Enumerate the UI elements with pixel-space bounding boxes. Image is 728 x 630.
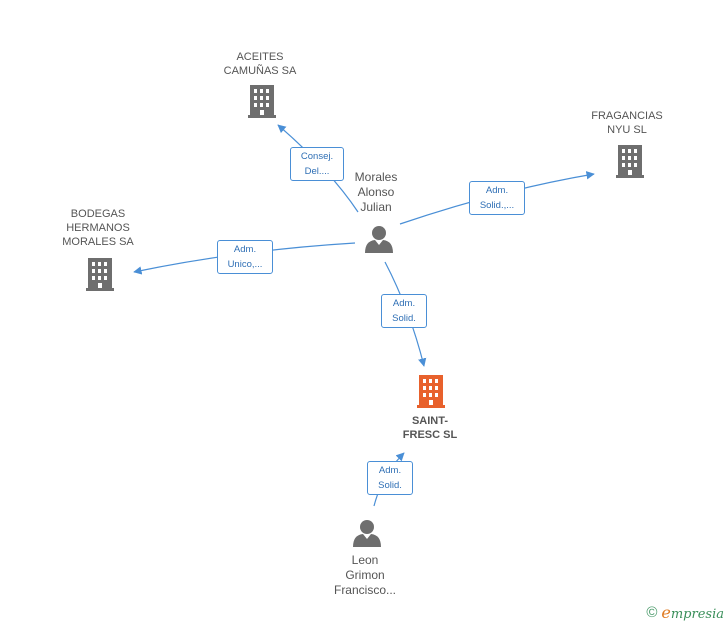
node-label-leon[interactable]: Leon Grimon Francisco... [333,553,396,597]
node-label-bodegas[interactable]: BODEGAS HERMANOS MORALES SA [62,208,134,248]
node-label-saintfresc[interactable]: SAINT- FRESC SL [402,415,458,441]
building-icon[interactable] [616,145,644,178]
building-icon[interactable] [248,85,276,118]
node-label-morales[interactable]: Morales Alonso Julian [354,170,398,214]
node-label-fragancias[interactable]: FRAGANCIAS NYU SL [591,110,663,136]
node-label-aceites[interactable]: ACEITES CAMUÑAS SA [223,51,297,77]
person-icon[interactable] [353,520,381,547]
edge-label-morales-aceites[interactable]: Consej. Del.... [290,147,344,181]
copyright-icon: © [646,603,658,621]
building-icon-focus[interactable] [417,375,445,408]
edge-label-morales-bodegas[interactable]: Adm. Unico,... [217,240,273,274]
person-icon[interactable] [365,226,393,253]
brand-logo-text: mpresia [670,606,724,622]
edge-label-morales-fragancias[interactable]: Adm. Solid.,... [469,181,525,215]
brand-logo-initial: e [661,602,671,622]
brand-logo[interactable]: empresia [661,603,724,622]
footer-brand: © empresia [646,602,724,622]
edge-label-leon-saintfresc[interactable]: Adm. Solid. [367,461,413,495]
building-icon[interactable] [86,258,114,291]
edge-label-morales-saintfresc[interactable]: Adm. Solid. [381,294,427,328]
